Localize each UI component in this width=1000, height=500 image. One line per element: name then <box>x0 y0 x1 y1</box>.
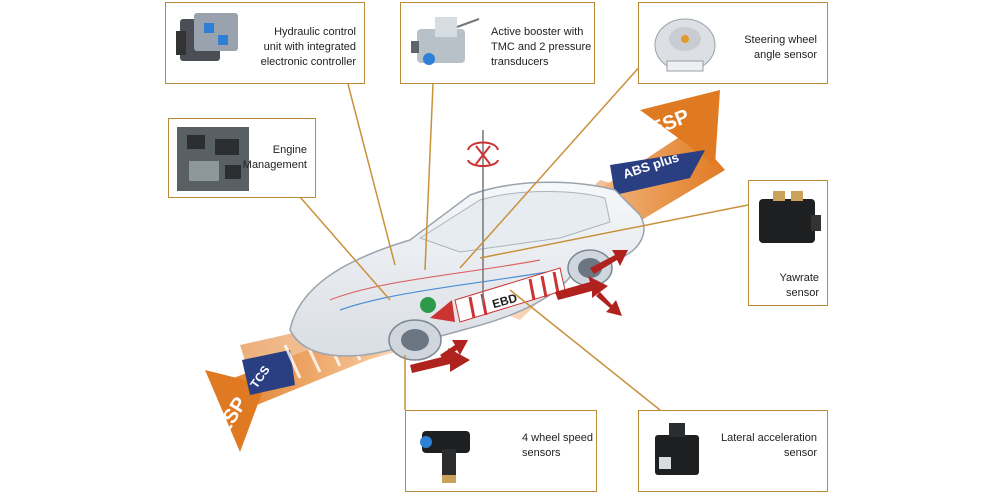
hydraulic-unit-icon <box>176 13 238 61</box>
label-steering: Steering wheel angle sensor <box>744 34 817 61</box>
label-hydraulic: Hydraulic control unit with integrated e… <box>260 26 356 68</box>
circuit-board-icon <box>177 127 249 191</box>
callout-engine-management: Engine Management <box>168 118 316 198</box>
yaw-axis <box>467 130 499 305</box>
callout-wheel-speed-sensors: 4 wheel speed sensors <box>405 410 597 492</box>
steering-sensor-icon <box>654 18 716 72</box>
lateral-sensor-icon <box>655 423 699 475</box>
booster-icon <box>411 17 480 65</box>
callout-steering-angle-sensor: Steering wheel angle sensor <box>638 2 828 84</box>
callout-lateral-acceleration-sensor: Lateral acceleration sensor <box>638 410 828 492</box>
label-lateral: Lateral acceleration sensor <box>720 432 817 459</box>
car-outline <box>289 181 645 361</box>
wheel-speed-sensor-icon <box>420 431 470 483</box>
callout-active-booster: Active booster with TMC and 2 pressure t… <box>400 2 595 84</box>
force-arrows <box>410 250 628 373</box>
label-wheel-speed: 4 wheel speed sensors <box>522 432 593 459</box>
callout-hydraulic-control-unit: Hydraulic control unit with integrated e… <box>165 2 365 84</box>
label-engine: Engine Management <box>242 144 307 171</box>
callout-yawrate-sensor: Yawrate sensor <box>748 180 828 306</box>
label-booster: Active booster with TMC and 2 pressure t… <box>491 26 592 68</box>
yawrate-sensor-icon <box>759 191 821 243</box>
label-yawrate: Yawrate sensor <box>779 272 819 299</box>
leader-lines <box>299 54 749 411</box>
